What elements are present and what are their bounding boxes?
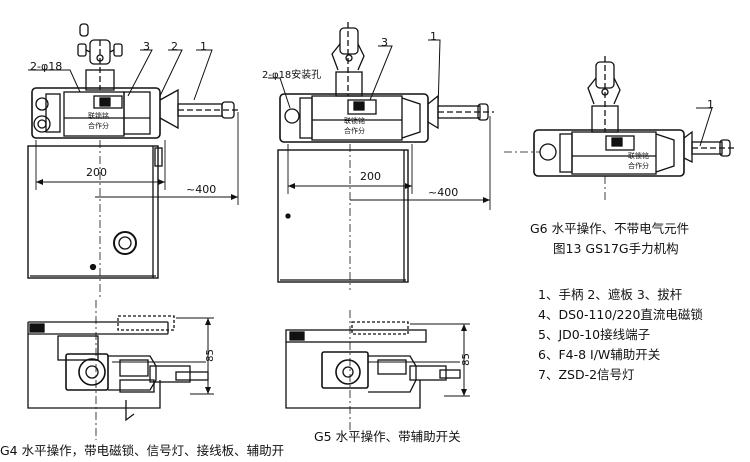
- g4-stroke-dimension: ~400: [186, 183, 217, 196]
- legend-item: 7、ZSD-2信号灯: [538, 367, 635, 382]
- g6-plate-text-2: 合作分: [628, 162, 649, 170]
- figure-title: 图13 GS17G手力机构: [553, 241, 679, 256]
- g5-plate-text-1: 联锁铭: [344, 117, 365, 125]
- g4-width-dimension: 200: [86, 166, 107, 179]
- g5-height-dimension: 85: [460, 353, 472, 366]
- g5-top-view: [268, 22, 494, 290]
- g4-caption: G4 水平操作，带电磁锁、信号灯、接线板、辅助开: [0, 443, 285, 458]
- g5-hole-dimension: 2-φ18安装孔: [262, 70, 322, 81]
- g4-hole-dimension: 2-φ18: [30, 60, 63, 73]
- g5-stroke-dimension: ~400: [428, 186, 459, 199]
- g6-caption: G6 水平操作、不带电气元件: [530, 221, 690, 236]
- g4-top-view: [27, 23, 240, 300]
- g4-height-dimension: 85: [204, 349, 216, 362]
- g4-part-ref-2: 2: [171, 40, 178, 53]
- g4-part-ref-1: 1: [200, 40, 207, 53]
- legend-item: 5、JD0-10接线端子: [538, 327, 651, 342]
- g5-part-ref-3: 3: [381, 36, 388, 49]
- g6-plate-text-1: 联锁铭: [628, 152, 649, 160]
- g5-plate-text-2: 合作分: [344, 127, 365, 135]
- g6-part-ref-1: 1: [707, 98, 714, 111]
- g4-plate-text-2: 合作分: [88, 122, 109, 130]
- g5-part-ref-1: 1: [430, 30, 437, 43]
- g4-side-view: [27, 300, 214, 440]
- g5-side-view: [285, 310, 470, 430]
- g6-top-view: [504, 56, 734, 200]
- legend-item: 1、手柄 2、遮板 3、拔杆: [538, 287, 683, 302]
- g5-width-dimension: 200: [360, 170, 381, 183]
- g4-plate-text-1: 联锁铭: [88, 112, 109, 120]
- g4-part-ref-3: 3: [143, 40, 150, 53]
- legend-item: 6、F4-8 Ⅰ/W辅助开关: [538, 347, 661, 362]
- g5-caption: G5 水平操作、带辅助开关: [314, 429, 461, 444]
- legend-item: 4、DS0-110/220直流电磁锁: [538, 307, 703, 322]
